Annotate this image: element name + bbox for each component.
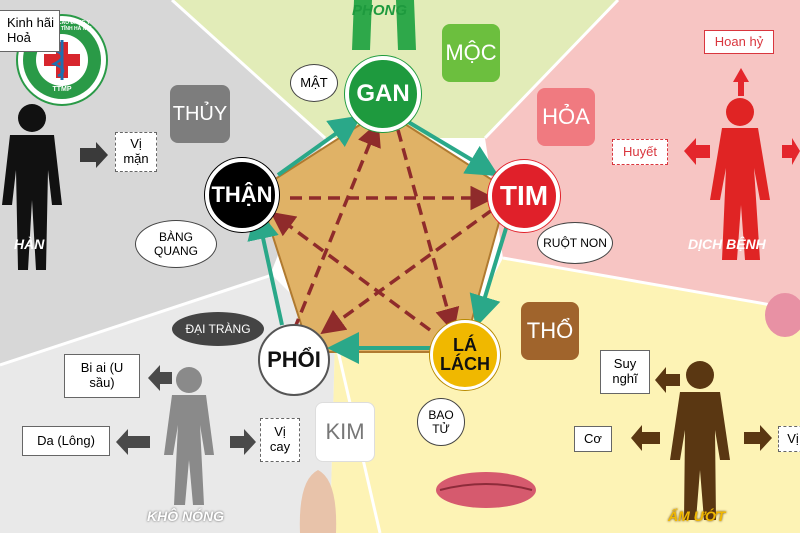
generating-arrow-gan-tim <box>403 118 499 177</box>
logo-ring-text: TRƯỜNG CAO ĐẲNG Y DƯỢC TUỆ TĨNH HÀ NỘI <box>32 20 92 32</box>
box-kinh-hai-line1: Kinh hãi <box>7 15 54 31</box>
earth-arrows <box>631 367 772 451</box>
figure-dich-benh-silhouette <box>710 98 770 260</box>
attr-hoan-hy: Hoan hỷ <box>704 30 774 54</box>
sector-divider <box>170 0 327 140</box>
climate-han: HÀN <box>14 236 45 252</box>
arrow-left-huyet <box>684 138 710 165</box>
box-kinh-hai-line2: Hoả <box>7 30 31 45</box>
pentagon-center <box>256 108 510 353</box>
arrow-right-fire <box>782 138 800 165</box>
logo-abbr: TTMP <box>52 86 72 93</box>
control-arrow-lalach-than <box>270 211 432 332</box>
sector-divider <box>0 273 273 367</box>
figure-kho-nong-silhouette <box>164 367 214 505</box>
element-thuy: THỦY <box>170 85 230 143</box>
sector-divider <box>483 0 620 140</box>
element-hoa: HỎA <box>537 88 595 146</box>
paired-bao-tu: BAO TỬ <box>417 398 465 446</box>
climate-dich-benh: DỊCH BỆNH <box>688 236 766 252</box>
climate-am-uot: ẨM ƯỚT <box>668 508 726 524</box>
earth-sector-bg <box>330 258 800 533</box>
organ-phoi: PHỔI <box>258 324 330 396</box>
lips-image <box>436 472 536 508</box>
arrow-vi-cay <box>230 429 256 455</box>
climate-kho-nong: KHÔ NÓNG <box>147 508 224 524</box>
nose-image <box>299 470 337 533</box>
tongue-image <box>765 293 800 337</box>
attr-da-long: Da (Lông) <box>22 426 110 456</box>
attr-vi-right: Vị <box>778 426 800 452</box>
element-moc: MỘC <box>442 24 500 82</box>
paired-mat: MẬT <box>290 64 338 102</box>
paired-dai-trang: ĐẠI TRÀNG <box>172 312 264 346</box>
generating-arrow-phoi-than <box>247 207 284 326</box>
organ-la-lach: LÁ LÁCH <box>430 320 500 390</box>
figure-han-silhouette <box>2 104 62 270</box>
paired-bang-quang: BÀNG QUANG <box>135 220 217 268</box>
attr-vi-man: Vị mặn <box>115 132 157 172</box>
organ-tim: TIM <box>488 160 560 232</box>
control-arrow-phoi-gan <box>292 121 381 331</box>
arrow-suy-nghi <box>655 367 680 393</box>
element-tho: THỔ <box>521 302 579 360</box>
attr-vi-cay: Vị cay <box>260 418 300 462</box>
arrow-da-long <box>116 429 150 455</box>
attr-suy-nghi: Suy nghĩ <box>600 350 650 394</box>
attribute-arrows <box>80 142 108 168</box>
metal-arrows <box>116 365 256 455</box>
arrow-up-hoan-hy <box>733 68 749 96</box>
attr-huyet: Huyết <box>612 139 668 165</box>
climate-phong: PHONG <box>352 2 408 19</box>
control-arrow-tim-phoi <box>320 208 494 335</box>
box-kinh-hai: Kinh hãi Hoả <box>0 10 60 52</box>
arrow-vi-right <box>744 425 772 451</box>
arrow-co <box>631 425 660 451</box>
figure-phong-legs <box>352 0 416 50</box>
figure-am-uot-silhouette <box>670 361 730 520</box>
control-arrow-gan-lalach <box>396 129 460 333</box>
arrow-han-vi <box>80 142 108 168</box>
paired-ruot-non: RUỘT NON <box>537 222 613 264</box>
element-kim: KIM <box>315 402 375 462</box>
attr-co: Cơ <box>574 426 612 452</box>
attr-bi-ai: Bi ai (U sầu) <box>64 354 140 398</box>
generating-arrow-tim-lalach <box>469 224 509 328</box>
organ-than: THẬN <box>205 158 279 232</box>
fire-arrows <box>684 68 800 165</box>
generating-arrow-than-gan <box>276 115 362 177</box>
organ-gan: GAN <box>345 56 421 132</box>
sector-divider <box>502 256 800 312</box>
arrow-bi-ai <box>148 365 172 391</box>
